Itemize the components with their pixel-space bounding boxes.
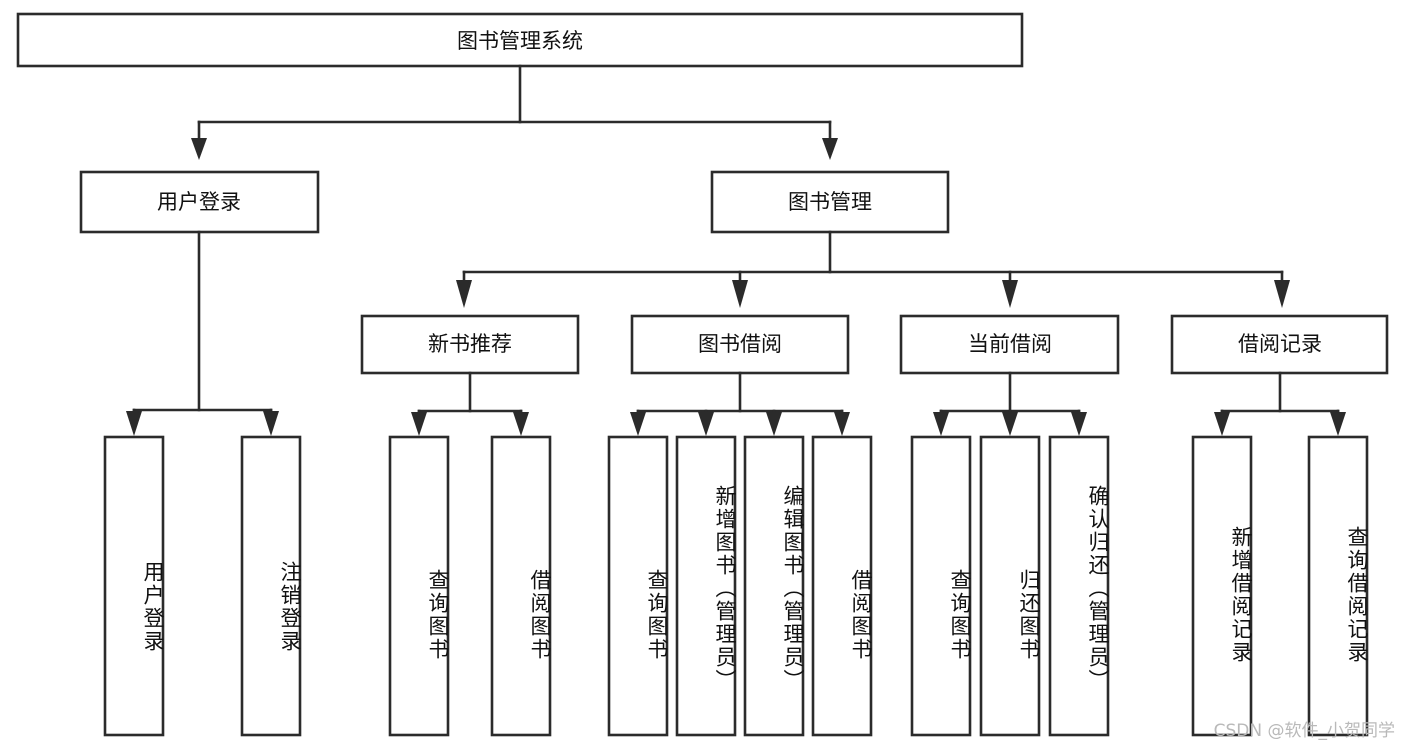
arrow-head-current-borrow [1002, 280, 1018, 308]
leaf-add-book-box[interactable] [675, 435, 737, 737]
arrow-head-leaf-borrow-book-1 [513, 412, 529, 436]
arrow-head-leaf-add-book [698, 412, 714, 436]
user-login-label: 用户登录 [157, 190, 241, 214]
arrow-head-leaf-borrow-book-2 [834, 412, 850, 436]
node-current-borrow[interactable]: 当前借阅 [899, 314, 1120, 375]
book-management-box[interactable] [710, 170, 950, 234]
leaf-borrow-book-2-box[interactable] [811, 435, 873, 737]
arrow-head-leaf-add-record [1214, 412, 1230, 436]
arrow-head-user-login [191, 138, 207, 160]
leaf-logout-box[interactable] [240, 435, 302, 737]
node-user-login[interactable]: 用户登录 [79, 170, 320, 234]
leaf-borrow-book-1-box[interactable] [490, 435, 552, 737]
leaf-edit-book-box[interactable] [743, 435, 805, 737]
leaf-query-book-1-box[interactable] [388, 435, 450, 737]
leaf-query-book-3-box[interactable] [910, 435, 972, 737]
arrow-head-leaf-query-book-2 [630, 412, 646, 436]
book-borrow-label: 图书借阅 [698, 332, 782, 356]
node-new-book-recommend[interactable]: 新书推荐 [360, 314, 580, 375]
book-management-label: 图书管理 [788, 190, 872, 214]
root-label: 图书管理系统 [457, 29, 583, 53]
arrow-head-borrow-record [1274, 280, 1290, 308]
arrow-head-leaf-query-record [1330, 412, 1346, 436]
arrow-head-leaf-user-login [126, 411, 142, 436]
leaf-confirm-return-box[interactable] [1048, 435, 1110, 737]
borrow-record-label: 借阅记录 [1238, 332, 1322, 356]
current-borrow-label: 当前借阅 [968, 332, 1052, 356]
borrow-record-box[interactable] [1170, 314, 1389, 375]
book-borrow-box[interactable] [630, 314, 850, 375]
current-borrow-box[interactable] [899, 314, 1120, 375]
leaf-query-record-box[interactable] [1307, 435, 1369, 737]
leaf-user-login-box[interactable] [103, 435, 165, 737]
arrow-head-leaf-edit-book [766, 412, 782, 436]
node-root[interactable]: 图书管理系统 [16, 12, 1024, 68]
watermark-text: CSDN @软件_小贺同学 [1213, 721, 1395, 741]
root-box[interactable] [16, 12, 1024, 68]
arrow-head-leaf-query-book-3 [933, 412, 949, 436]
arrow-head-book-management [822, 138, 838, 160]
leaf-add-record-box[interactable] [1191, 435, 1253, 737]
node-book-borrow[interactable]: 图书借阅 [630, 314, 850, 375]
arrow-head-new-book-recommend [456, 280, 472, 308]
arrow-head-leaf-logout [263, 411, 279, 436]
leaf-return-book-box[interactable] [979, 435, 1041, 737]
new-book-recommend-box[interactable] [360, 314, 580, 375]
node-borrow-record[interactable]: 借阅记录 [1170, 314, 1389, 375]
arrow-head-book-borrow [732, 280, 748, 308]
arrow-head-leaf-return-book [1002, 412, 1018, 436]
new-book-recommend-label: 新书推荐 [428, 332, 512, 356]
arrow-head-leaf-confirm-return [1071, 412, 1087, 436]
node-book-management[interactable]: 图书管理 [710, 170, 950, 234]
leaf-query-book-2-box[interactable] [607, 435, 669, 737]
arrow-head-leaf-query-book-1 [411, 412, 427, 436]
